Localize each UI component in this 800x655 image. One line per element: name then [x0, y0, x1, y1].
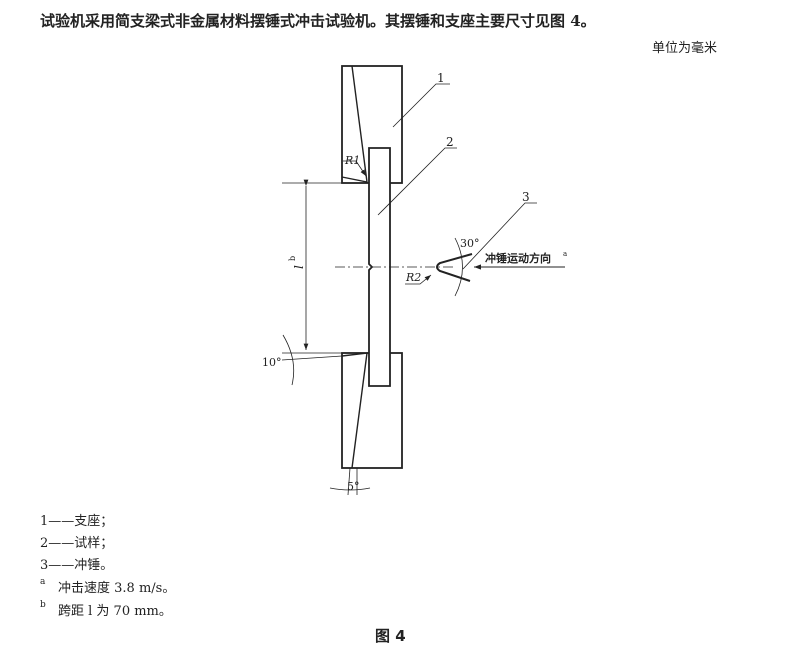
angle-30-label: 30° — [460, 237, 480, 250]
leader-lines — [343, 83, 537, 285]
angle-10-label: 10° — [262, 356, 282, 369]
footnote-text: 冲击速度 3.8 m/s。 — [58, 581, 176, 596]
footnote-text: 跨距 l 为 70 mm。 — [58, 604, 172, 619]
unit-note: 单位为毫米 — [652, 41, 718, 56]
striker — [436, 237, 565, 297]
direction-label: 冲锤运动方向 — [485, 251, 551, 265]
legend-text: ——支座； — [48, 514, 114, 529]
legend-key: 3 — [40, 558, 49, 573]
footnote-mark: a — [40, 577, 46, 587]
callout-2: 2 — [446, 135, 454, 149]
callout-3: 3 — [522, 190, 530, 204]
direction-note-mark: a — [563, 250, 567, 258]
callout-1: 1 — [437, 71, 445, 85]
span-note-mark: b — [288, 256, 297, 261]
legend-item: 1——支座； — [40, 510, 113, 529]
r2-label: R2 — [405, 271, 421, 284]
footnote-b: b 跨距 l 为 70 mm。 — [40, 600, 172, 619]
footnote-a: a 冲击速度 3.8 m/s。 — [40, 577, 175, 596]
intro-paragraph: 试验机采用简支梁式非金属材料摆锤式冲击试验机。其摆锤和支座主要尺寸见图 4。 — [40, 12, 596, 30]
footnote-mark: b — [40, 600, 46, 610]
dimension-lines — [281, 179, 455, 496]
legend-item: 3——冲锤。 — [40, 554, 113, 573]
angle-5-label: 5° — [347, 480, 360, 493]
r1-label: R1 — [344, 154, 360, 167]
legend-key: 2 — [40, 536, 49, 551]
legend-item: 2——试样； — [40, 532, 113, 551]
legend-text: ——冲锤。 — [48, 558, 114, 573]
figure-caption: 图 4 — [375, 627, 406, 645]
legend-key: 1 — [40, 514, 49, 529]
legend-text: ——试样； — [48, 536, 114, 551]
span-label: l — [292, 265, 306, 269]
